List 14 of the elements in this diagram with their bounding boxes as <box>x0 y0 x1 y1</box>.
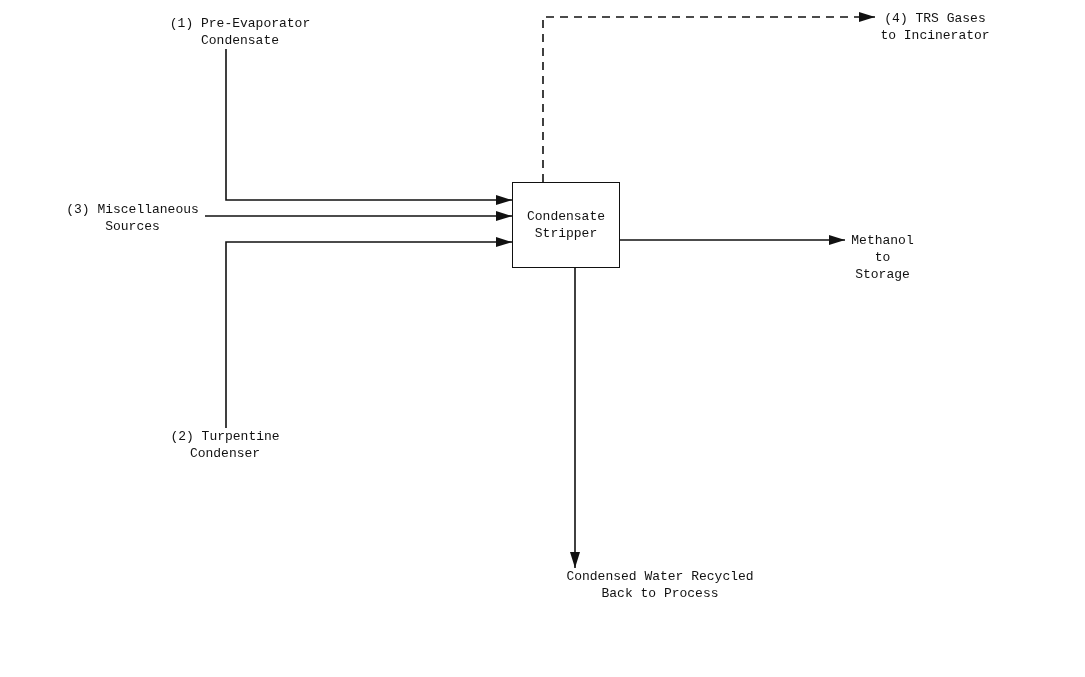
stream-label: Condensed Water Recycled Back to Process <box>565 568 755 602</box>
arrow <box>619 235 846 245</box>
stream-label: (4) TRS Gases to Incinerator <box>879 10 991 44</box>
dashed-arrow <box>542 12 876 183</box>
arrow <box>204 211 513 221</box>
box-label: Condensate Stripper <box>526 208 606 242</box>
stream-label: (3) Miscellaneous Sources <box>65 201 200 235</box>
stream-label: Methanol to Storage <box>850 232 915 283</box>
arrow <box>570 267 580 569</box>
arrow <box>225 237 513 429</box>
stream-label: (1) Pre-Evaporator Condensate <box>168 15 312 49</box>
arrow <box>225 48 513 205</box>
stream-label: (2) Turpentine Condenser <box>169 428 281 462</box>
process-box <box>512 182 620 268</box>
